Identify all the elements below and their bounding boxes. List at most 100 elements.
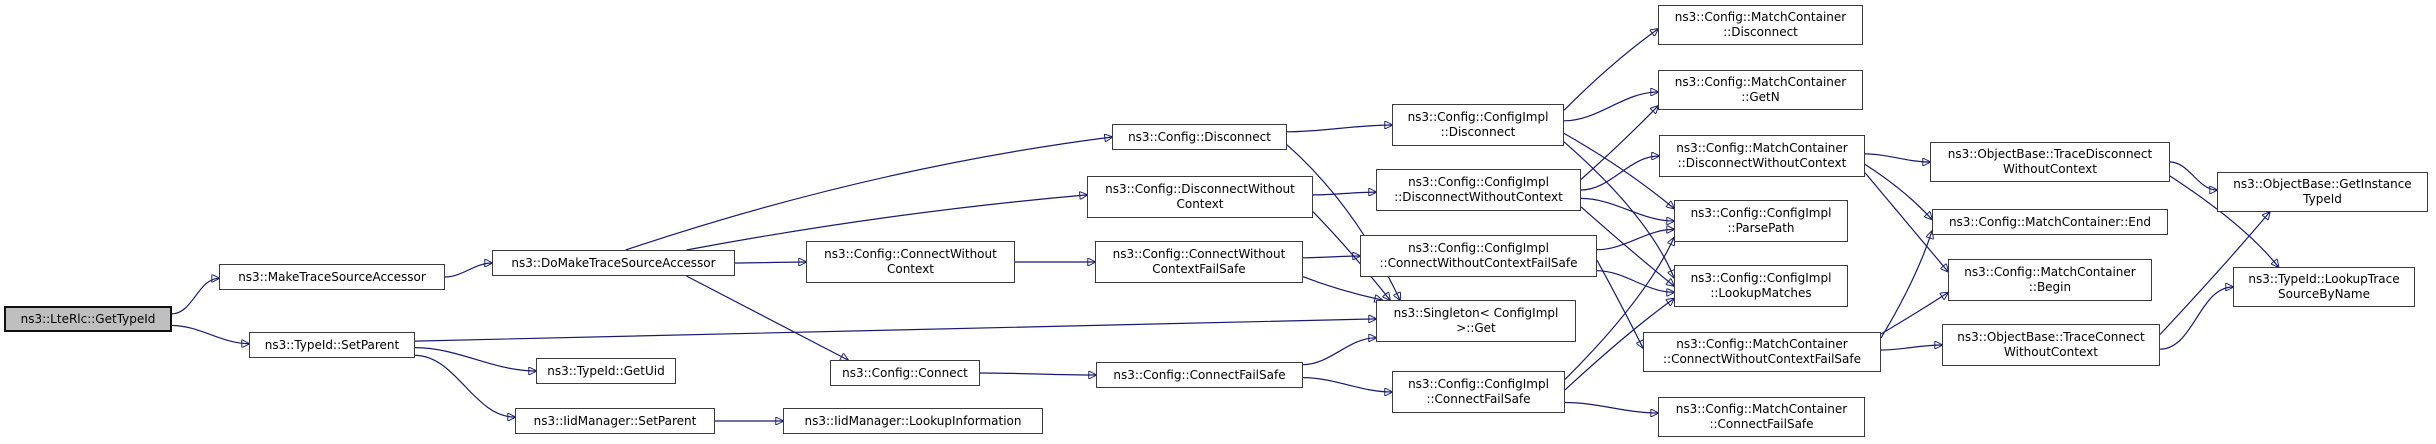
edge-config-disconnect-to-config-impl-disconnect [1286, 125, 1392, 133]
edge-config-connect-without-context-fail-safe-to-singleton-config-impl-get [1302, 276, 1382, 300]
graph-node-config-connect[interactable]: ns3::Config::Connect [830, 360, 980, 386]
graph-node-label: ::ConnectWithoutContextFailSafe [1662, 352, 1861, 366]
graph-node-match-container-disconnect-without-context[interactable]: ns3::Config::MatchContainer::DisconnectW… [1659, 135, 1865, 177]
graph-node-label: ::ConnectWithoutContextFailSafe [1379, 256, 1578, 270]
edge-config-disconnect-without-context-to-config-impl-disconnect-without-context [1312, 192, 1376, 195]
edge-config-disconnect-without-context-to-singleton-config-impl-get [1312, 211, 1390, 300]
graph-node-label: ::ConnectFailSafe [1709, 417, 1814, 431]
edge-do-make-trace-source-accessor-to-config-connect-without-context [734, 262, 806, 263]
edge-do-make-trace-source-accessor-to-config-disconnect-without-context [686, 195, 1087, 251]
edge-object-base-trace-connect-without-context-to-object-base-get-instance-type-id [2159, 212, 2270, 335]
edge-match-container-connect-without-context-fail-safe-to-object-base-trace-connect-without-context [1880, 345, 1942, 351]
graph-node-label: ns3::Config::DisconnectWithout [1105, 182, 1295, 196]
graph-node-match-container-disconnect[interactable]: ns3::Config::MatchContainer::Disconnect [1658, 5, 1863, 45]
edge-config-impl-connect-without-context-fail-safe-to-config-impl-lookup-matches [1596, 270, 1674, 293]
edge-config-impl-disconnect-to-match-container-get-n [1563, 92, 1658, 122]
graph-node-config-impl-connect-fail-safe[interactable]: ns3::Config::ConfigImpl::ConnectFailSafe [1392, 371, 1565, 413]
graph-node-label: ::ConnectFailSafe [1426, 392, 1531, 406]
graph-node-label: ns3::ObjectBase::TraceConnect [1957, 330, 2145, 344]
edge-config-connect-to-config-connect-fail-safe [979, 373, 1096, 375]
edge-match-container-connect-without-context-fail-safe-to-match-container-end [1880, 231, 1932, 339]
graph-node-match-container-begin[interactable]: ns3::Config::MatchContainer::Begin [1948, 259, 2152, 301]
graph-node-iid-manager-lookup-information[interactable]: ns3::IidManager::LookupInformation [783, 408, 1043, 434]
graph-node-label: ns3::LteRlc::GetTypeId [20, 311, 156, 326]
edge-config-connect-fail-safe-to-singleton-config-impl-get [1302, 338, 1376, 366]
graph-node-label: ns3::Config::ConfigImpl [1408, 377, 1549, 391]
edge-config-impl-disconnect-without-context-to-match-container-get-n [1580, 106, 1658, 180]
graph-node-label: ns3::IidManager::LookupInformation [804, 413, 1022, 428]
graph-node-label: ns3::Config::ConfigImpl [1690, 206, 1832, 220]
graph-node-label: >::Get [1456, 321, 1496, 335]
graph-node-label: ns3::Config::ConfigImpl [1690, 271, 1832, 285]
graph-node-label: ns3::Config::ConnectWithout [824, 247, 997, 261]
graph-node-label: ns3::Config::MatchContainer [1675, 402, 1848, 416]
graph-node-label: ::Disconnect [1723, 25, 1798, 39]
graph-node-label: WithoutContext [2004, 345, 2098, 359]
edge-do-make-trace-source-accessor-to-config-connect [686, 275, 848, 360]
graph-node-config-impl-lookup-matches[interactable]: ns3::Config::ConfigImpl::LookupMatches [1674, 265, 1848, 307]
graph-node-config-impl-connect-without-context-fail-safe[interactable]: ns3::Config::ConfigImpl::ConnectWithoutC… [1360, 235, 1597, 277]
edge-config-impl-connect-without-context-fail-safe-to-config-impl-parse-path [1596, 229, 1674, 251]
graph-node-config-disconnect[interactable]: ns3::Config::Disconnect [1112, 124, 1287, 150]
graph-node-iid-manager-set-parent[interactable]: ns3::IidManager::SetParent [515, 408, 715, 434]
graph-node-match-container-end[interactable]: ns3::Config::MatchContainer::End [1932, 209, 2168, 235]
edge-type-id-set-parent-to-iid-manager-set-parent [414, 354, 515, 417]
graph-node-match-container-get-n[interactable]: ns3::Config::MatchContainer::GetN [1658, 70, 1863, 110]
edge-config-impl-disconnect-to-match-container-disconnect [1563, 29, 1658, 111]
graph-node-config-impl-parse-path[interactable]: ns3::Config::ConfigImpl::ParsePath [1674, 200, 1848, 242]
graph-node-label: ::GetN [1741, 90, 1780, 104]
graph-node-label: ns3::Config::MatchContainer [1676, 337, 1848, 351]
graph-node-make-trace-source-accessor[interactable]: ns3::MakeTraceSourceAccessor [219, 264, 445, 290]
edge-match-container-disconnect-without-context-to-match-container-begin [1864, 172, 1948, 272]
graph-node-label: ns3::MakeTraceSourceAccessor [238, 269, 426, 284]
graph-node-label: TypeId [2303, 192, 2342, 206]
graph-node-label: ns3::Config::ConnectWithout [1112, 247, 1286, 261]
edge-config-impl-connect-fail-safe-to-config-impl-parse-path [1564, 238, 1674, 380]
graph-node-match-container-connect-without-context-fail-safe[interactable]: ns3::Config::MatchContainer::ConnectWith… [1643, 332, 1881, 372]
graph-node-label: ::ParsePath [1727, 221, 1795, 235]
graph-node-label: ns3::TypeId::GetUid [547, 363, 665, 378]
graph-node-singleton-config-impl-get[interactable]: ns3::Singleton< ConfigImpl>::Get [1376, 300, 1576, 342]
edge-type-id-set-parent-to-type-id-get-uid [414, 347, 536, 371]
edge-config-impl-disconnect-without-context-to-match-container-disconnect-without-context [1580, 156, 1659, 191]
graph-node-label: ns3::Config::ConfigImpl [1407, 110, 1549, 124]
edge-match-container-disconnect-without-context-to-match-container-end [1864, 163, 1932, 219]
graph-node-label: SourceByName [2278, 287, 2370, 301]
graph-node-config-connect-fail-safe[interactable]: ns3::Config::ConnectFailSafe [1096, 362, 1303, 388]
graph-node-label: ::Begin [2028, 280, 2072, 294]
graph-node-label: ns3::Config::Disconnect [1128, 129, 1271, 144]
graph-node-label: ::Disconnect [1440, 125, 1516, 139]
graph-node-label: ns3::Config::MatchContainer [1674, 75, 1847, 89]
graph-node-match-container-connect-fail-safe[interactable]: ns3::Config::MatchContainer::ConnectFail… [1658, 397, 1865, 437]
graph-node-label: ns3::DoMakeTraceSourceAccessor [511, 255, 716, 270]
graph-node-label: ns3::Singleton< ConfigImpl [1393, 306, 1559, 320]
graph-node-label: ns3::Config::MatchContainer [1674, 10, 1847, 24]
graph-node-config-impl-disconnect-without-context[interactable]: ns3::Config::ConfigImpl::DisconnectWitho… [1376, 169, 1581, 211]
edge-match-container-disconnect-without-context-to-object-base-trace-disconnect-without-context [1864, 153, 1930, 162]
graph-node-do-make-trace-source-accessor[interactable]: ns3::DoMakeTraceSourceAccessor [492, 250, 735, 276]
graph-node-config-impl-disconnect[interactable]: ns3::Config::ConfigImpl::Disconnect [1392, 104, 1564, 146]
edge-do-make-trace-source-accessor-to-config-disconnect [625, 137, 1112, 251]
graph-node-label: ns3::Config::MatchContainer [1676, 141, 1848, 155]
graph-node-label: Context [886, 262, 934, 276]
edge-lte-rlc-get-type-id-to-make-trace-source-accessor [171, 278, 219, 315]
graph-node-label: ns3::Config::ConnectFailSafe [1113, 367, 1286, 382]
graph-node-label: ContextFailSafe [1152, 262, 1246, 276]
graph-node-type-id-set-parent[interactable]: ns3::TypeId::SetParent [249, 332, 415, 358]
graph-node-label: ns3::Config::Connect [842, 365, 968, 380]
graph-node-type-id-get-uid[interactable]: ns3::TypeId::GetUid [536, 358, 676, 384]
edge-config-impl-connect-fail-safe-to-match-container-connect-fail-safe [1564, 401, 1658, 414]
edge-config-connect-fail-safe-to-config-impl-connect-fail-safe [1302, 377, 1392, 392]
graph-node-lte-rlc-get-type-id[interactable]: ns3::LteRlc::GetTypeId [4, 306, 172, 332]
graph-node-label: WithoutContext [2003, 162, 2097, 176]
edge-lte-rlc-get-type-id-to-type-id-set-parent [171, 324, 249, 344]
